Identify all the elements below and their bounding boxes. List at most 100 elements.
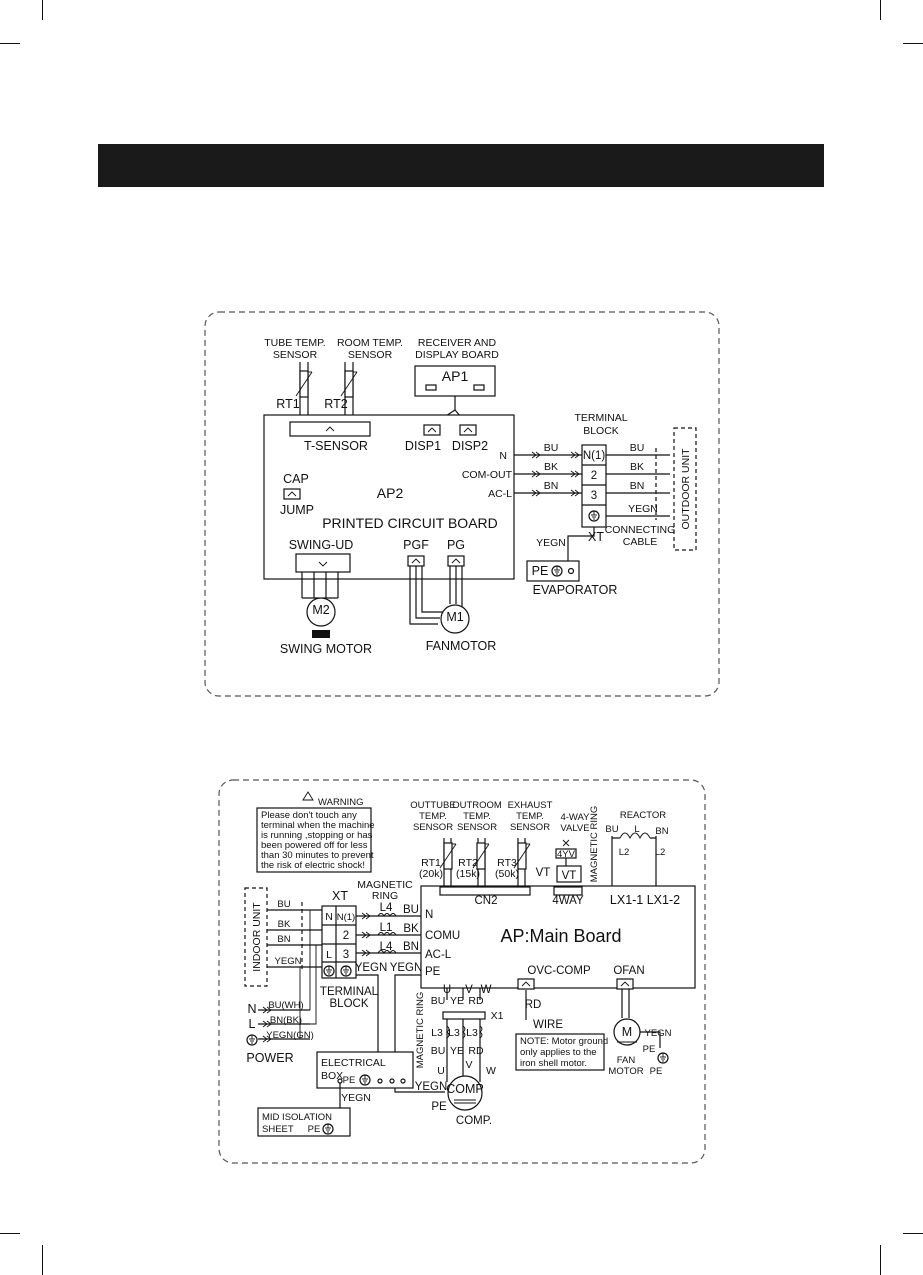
- ofan-label: OFAN: [613, 965, 644, 977]
- crop-mark-tr-v: [880, 0, 881, 20]
- mid-pe-label: PE: [308, 1124, 321, 1135]
- indoor-diagram-frame: [204, 311, 720, 697]
- swing-motor-base: [312, 630, 330, 638]
- disp1-label: DISP1: [405, 439, 441, 453]
- rt2-label: RT2: [324, 397, 347, 411]
- crop-mark-bl-v: [42, 1245, 43, 1275]
- outtube-sensor-icon: [439, 842, 457, 870]
- u-lower-label: U: [437, 1065, 445, 1077]
- yegn-out-label: YEGN: [628, 503, 658, 515]
- rt1-sensor-icon: [295, 370, 313, 398]
- mid-isolation-label-1: MID ISOLATION: [262, 1112, 332, 1123]
- cn2-connector: [439, 886, 531, 896]
- warning-line-4: been powered off for less: [261, 840, 368, 851]
- warning-line-3: is running ,stopping or has: [261, 830, 373, 841]
- fan-motor-pe-label: PE: [650, 1066, 663, 1077]
- warning-line-6: the risk of electric shock!: [261, 860, 365, 871]
- v-top-label: V: [465, 984, 473, 996]
- rt1-label: RT1: [276, 397, 299, 411]
- magnetic-ring-top-label: MAGNETIC RING: [589, 806, 600, 883]
- terminal-3: 3: [591, 490, 597, 502]
- xt-3-label: 3: [343, 949, 349, 961]
- bu-u-label: BU: [431, 995, 446, 1007]
- left-bu-label: BU: [277, 899, 290, 910]
- disp2-connector-icon: [459, 424, 477, 436]
- l4-top-label: L4: [380, 902, 393, 914]
- rt2-outdoor-label: RT2(15k): [456, 857, 480, 880]
- comu-label: COMU: [425, 930, 460, 942]
- x1-label: X1: [491, 1010, 504, 1022]
- terminal-2: 2: [591, 470, 597, 482]
- swing-ud-connector: [295, 553, 351, 573]
- rt3-outdoor-label: RT3(50k): [495, 857, 519, 880]
- crop-mark-br-v: [880, 1245, 881, 1275]
- xt-ground-icon-1: [323, 965, 335, 977]
- ac-l-outdoor-label: AC-L: [425, 949, 452, 961]
- magnetic-ring-lower-label: MAGNETIC RING: [415, 992, 426, 1069]
- cn2-label: CN2: [474, 895, 497, 907]
- crop-mark-br-h: [903, 1233, 923, 1234]
- xt-outdoor-label: XT: [332, 889, 348, 903]
- left-yegn-label: YEGN: [275, 956, 302, 967]
- electrical-box-label-2: BOX: [321, 1070, 343, 1082]
- main-board-ap: [420, 885, 696, 989]
- warning-box: [256, 807, 372, 873]
- pgf-connector-icon: [407, 555, 425, 567]
- xt-yegn-label: YEGN: [355, 962, 388, 974]
- ovc-comp-connector-icon: [517, 978, 535, 990]
- ovc-comp-label: OVC-COMP: [527, 965, 591, 977]
- pg-label: PG: [447, 538, 465, 552]
- evaporator-label: EVAPORATOR: [533, 583, 618, 597]
- left-bk-label: BK: [278, 919, 291, 930]
- bk-out-label: BK: [630, 461, 644, 473]
- m-label: M: [622, 1025, 632, 1039]
- xt-ground-icon-2: [340, 965, 352, 977]
- comp-label: COMP: [446, 1082, 484, 1096]
- xt-l-label: L: [326, 949, 332, 961]
- main-bn-label: BN: [403, 941, 419, 953]
- ap2-label: AP2: [377, 485, 404, 501]
- pe-outdoor-label: PE: [425, 966, 441, 978]
- vt-label: VT: [536, 867, 551, 879]
- pg-connector-icon: [447, 555, 465, 567]
- vt-box-label: VT: [562, 870, 577, 882]
- mid-isolation-label-2: SHEET: [262, 1124, 294, 1135]
- main-board-label: AP:Main Board: [500, 926, 621, 946]
- vt-relay-box: [556, 865, 582, 883]
- 4way-label: 4WAY: [552, 895, 584, 907]
- pe-label: PE: [532, 564, 549, 578]
- crop-mark-tr-h: [903, 43, 923, 44]
- power-n-label: N: [247, 1002, 256, 1016]
- l3-mid-label: L3: [448, 1027, 460, 1039]
- ap1-board: [414, 365, 496, 397]
- electrical-box: [316, 1051, 414, 1089]
- power-label: POWER: [246, 1051, 293, 1065]
- xt-label: XT: [588, 530, 604, 544]
- fan-motor-m1-icon: [440, 604, 470, 634]
- fan-ground-icon: [657, 1052, 669, 1064]
- jump-connector-icon: [283, 488, 301, 500]
- tube-sensor-label: TUBE TEMP.SENSOR: [264, 337, 325, 361]
- l1-label: L1: [380, 922, 393, 934]
- power-ground-icon: [246, 1034, 258, 1046]
- reactor-l-label: L: [634, 824, 639, 835]
- pe-yegn-label: YEGN: [390, 962, 423, 974]
- note-box: [515, 1033, 605, 1071]
- swing-motor-label: SWING MOTOR: [280, 642, 372, 656]
- rd-wire-label: RD: [525, 999, 542, 1011]
- ebox-ground-icon: [359, 1074, 371, 1086]
- reactor-l2-left: L2: [619, 847, 630, 858]
- main-bu-label: BU: [403, 904, 419, 916]
- com-out-label: COM-OUT: [462, 469, 513, 481]
- outdoor-unit-label: OUTDOOR UNIT: [680, 448, 692, 530]
- t-sensor-label: T-SENSOR: [304, 439, 368, 453]
- bu-lower-label: BU: [431, 1045, 446, 1057]
